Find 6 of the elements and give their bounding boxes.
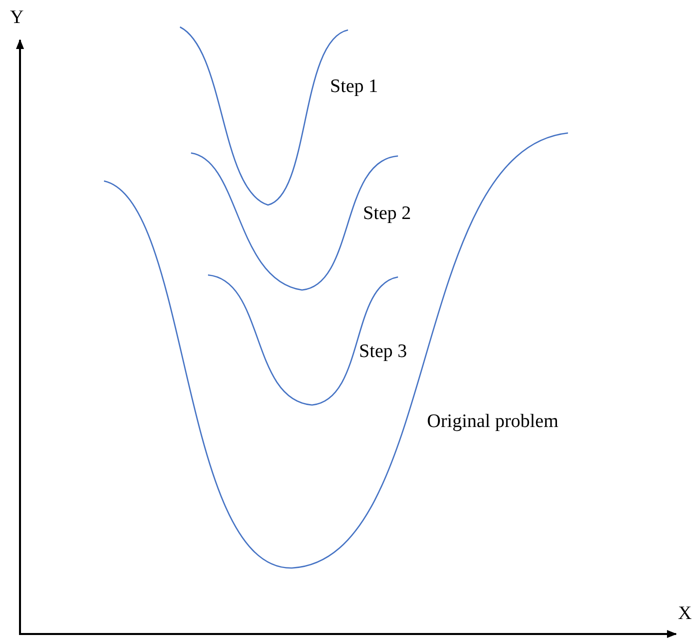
- curve-label: Step 2: [363, 204, 412, 223]
- axis-label: Y: [10, 8, 24, 27]
- curve-label: Step 1: [330, 77, 378, 96]
- curve-label: Original problem: [427, 412, 558, 431]
- axis-label: X: [678, 604, 692, 623]
- curve-label: Step 3: [359, 342, 408, 361]
